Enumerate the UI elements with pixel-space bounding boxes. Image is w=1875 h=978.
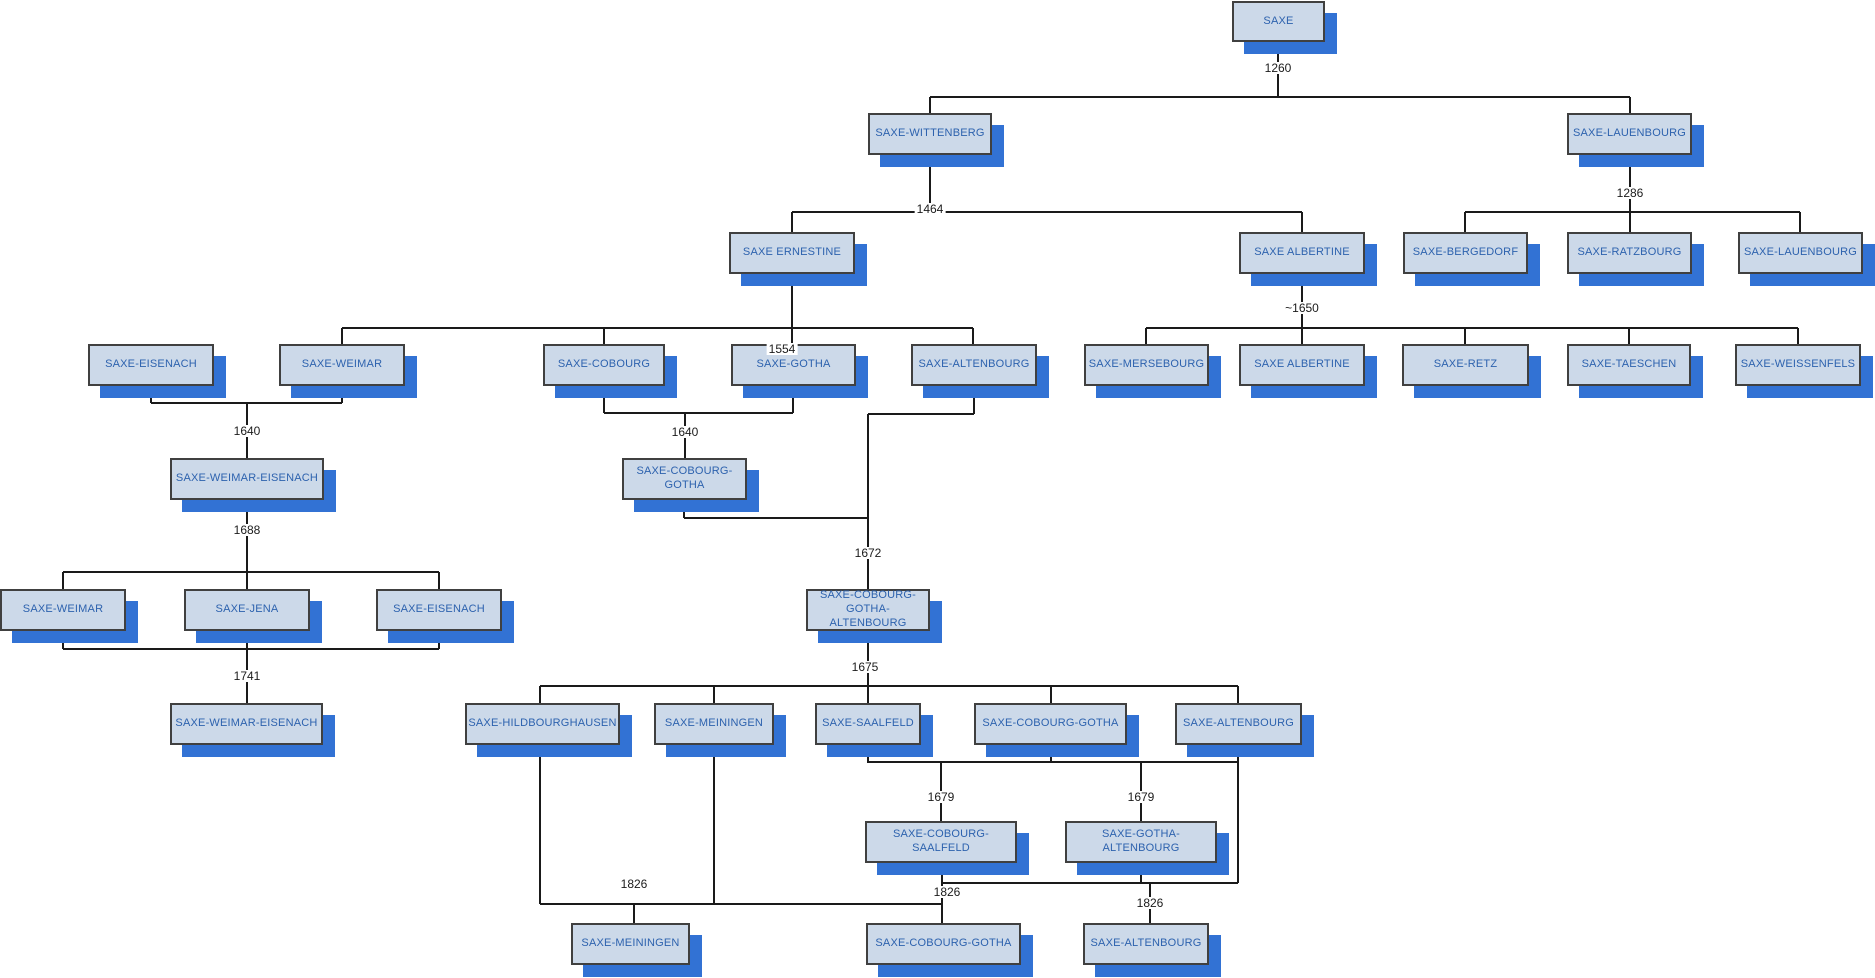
node-saxe-altenbourg-2: SAXE-ALTENBOURG <box>1175 703 1302 745</box>
node-saxe-hildbourghausen: SAXE-HILDBOURGHAUSEN <box>465 703 620 745</box>
year-label-1679-11: 1679 <box>925 790 957 804</box>
node-label: SAXE-WEIMAR-EISENACH <box>175 472 319 485</box>
node-saxe-ernestine: SAXE ERNESTINE <box>729 232 855 274</box>
node-label: SAXE-COBOURG-GOTHA <box>982 717 1119 730</box>
node-label: SAXE-MERSEBOURG <box>1088 358 1205 371</box>
node-label: SAXE-COBOURG-GOTHA <box>636 465 733 491</box>
node-label: SAXE-RATZBOURG <box>1577 246 1682 259</box>
node-saxe-saalfeld: SAXE-SAALFELD <box>815 703 921 745</box>
node-label: SAXE-COBOURG <box>557 358 651 371</box>
node-saxe-cobourg-gotha-2: SAXE-COBOURG-GOTHA <box>974 703 1127 745</box>
node-label: SAXE-LAUENBOURG <box>1572 127 1687 140</box>
year-label-1464-1: 1464 <box>914 202 946 216</box>
node-label: SAXE-WEISSENFELS <box>1740 358 1856 371</box>
node-label: SAXE-GOTHA-ALTENBOURG <box>1102 828 1180 854</box>
node-label: SAXE-ALTENBOURG <box>1183 717 1294 730</box>
year-label-1640-5: 1640 <box>231 424 263 438</box>
node-saxe-mersebourg: SAXE-MERSEBOURG <box>1084 344 1209 386</box>
node-saxe-wittenberg: SAXE-WITTENBERG <box>868 113 992 155</box>
node-label: SAXE-TAESCHEN <box>1581 358 1677 371</box>
node-label: SAXE-COBOURG-GOTHA-ALTENBOURG <box>819 589 917 629</box>
node-label: SAXE <box>1263 14 1294 27</box>
node-saxe-ratzbourg: SAXE-RATZBOURG <box>1567 232 1692 274</box>
node-saxe-bergedorf: SAXE-BERGEDORF <box>1403 232 1528 274</box>
year-label-1554-3: 1554 <box>766 342 798 356</box>
node-label: SAXE-GOTHA <box>756 358 831 371</box>
node-saxe-gotha: SAXE-GOTHA <box>731 344 856 386</box>
node-saxe-eisenach-2: SAXE-EISENACH <box>376 589 502 631</box>
node-saxe-weimar-eisenach-2: SAXE-WEIMAR-EISENACH <box>170 703 323 745</box>
node-saxe-weimar-1: SAXE-WEIMAR <box>279 344 405 386</box>
node-label: SAXE-ALTENBOURG <box>1090 937 1202 950</box>
node-saxe: SAXE <box>1232 1 1325 42</box>
node-saxe-cobourg-gotha-1: SAXE-COBOURG-GOTHA <box>622 458 747 500</box>
node-label: SAXE-WEIMAR-EISENACH <box>175 717 318 730</box>
node-saxe-lauenbourg-1: SAXE-LAUENBOURG <box>1567 113 1692 155</box>
node-saxe-weimar-2: SAXE-WEIMAR <box>0 589 126 631</box>
node-label: SAXE-JENA <box>215 603 279 616</box>
year-label-1826-14: 1826 <box>931 885 963 899</box>
node-saxe-gotha-altenbourg: SAXE-GOTHA-ALTENBOURG <box>1065 821 1217 863</box>
node-saxe-weimar-eisenach-1: SAXE-WEIMAR-EISENACH <box>170 458 324 500</box>
node-saxe-cobourg-saalfeld: SAXE-COBOURG-SAALFELD <box>865 821 1017 863</box>
node-saxe-albertine-2: SAXE ALBERTINE <box>1239 344 1365 386</box>
year-label-approx-1650-4: ~1650 <box>1283 301 1321 315</box>
node-label: SAXE-MEININGEN <box>581 937 680 950</box>
node-label: SAXE-LAUENBOURG <box>1743 246 1858 259</box>
node-label: SAXE-WEIMAR <box>22 603 104 616</box>
node-saxe-lauenbourg-2: SAXE-LAUENBOURG <box>1738 232 1863 274</box>
node-saxe-weissenfels: SAXE-WEISSENFELS <box>1735 344 1861 386</box>
node-label: SAXE-EISENACH <box>105 358 197 371</box>
node-saxe-altenbourg-1: SAXE-ALTENBOURG <box>911 344 1037 386</box>
node-label: SAXE ALBERTINE <box>1254 246 1350 259</box>
year-label-1688-7: 1688 <box>231 523 263 537</box>
year-label-1640-6: 1640 <box>669 425 701 439</box>
node-saxe-cobourg: SAXE-COBOURG <box>543 344 665 386</box>
node-label: SAXE-COBOURG-SAALFELD <box>892 828 990 854</box>
node-label: SAXE ALBERTINE <box>1254 358 1350 371</box>
node-saxe-cobourg-gotha-altenbourg: SAXE-COBOURG-GOTHA-ALTENBOURG <box>806 589 930 631</box>
year-label-1826-15: 1826 <box>1134 896 1166 910</box>
year-label-1672-9: 1672 <box>852 546 884 560</box>
year-label-1826-13: 1826 <box>618 877 650 891</box>
node-saxe-retz: SAXE-RETZ <box>1402 344 1529 386</box>
node-label: SAXE-WEIMAR <box>301 358 383 371</box>
node-saxe-meiningen-1: SAXE-MEININGEN <box>654 703 774 745</box>
node-saxe-albertine-1: SAXE ALBERTINE <box>1239 232 1365 274</box>
year-label-1741-8: 1741 <box>231 669 263 683</box>
node-label: SAXE ERNESTINE <box>742 246 842 259</box>
node-label: SAXE-HILDBOURGHAUSEN <box>468 717 617 730</box>
year-label-1675-10: 1675 <box>849 660 881 674</box>
year-label-1260-0: 1260 <box>1262 61 1294 75</box>
node-label: SAXE-BERGEDORF <box>1412 246 1519 259</box>
node-saxe-cobourg-gotha-3: SAXE-COBOURG-GOTHA <box>866 923 1021 965</box>
year-label-1286-2: 1286 <box>1614 186 1646 200</box>
node-saxe-eisenach-1: SAXE-EISENACH <box>88 344 214 386</box>
year-label-1679-12: 1679 <box>1125 790 1157 804</box>
node-saxe-altenbourg-3: SAXE-ALTENBOURG <box>1083 923 1209 965</box>
node-label: SAXE-COBOURG-GOTHA <box>875 937 1012 950</box>
node-saxe-meiningen-2: SAXE-MEININGEN <box>571 923 690 965</box>
node-saxe-taeschen: SAXE-TAESCHEN <box>1567 344 1691 386</box>
node-saxe-jena: SAXE-JENA <box>184 589 310 631</box>
node-label: SAXE-MEININGEN <box>664 717 764 730</box>
node-label: SAXE-EISENACH <box>393 603 485 616</box>
node-label: SAXE-RETZ <box>1433 358 1498 371</box>
node-label: SAXE-WITTENBERG <box>875 127 985 140</box>
node-label: SAXE-ALTENBOURG <box>918 358 1030 371</box>
node-label: SAXE-SAALFELD <box>822 717 914 730</box>
